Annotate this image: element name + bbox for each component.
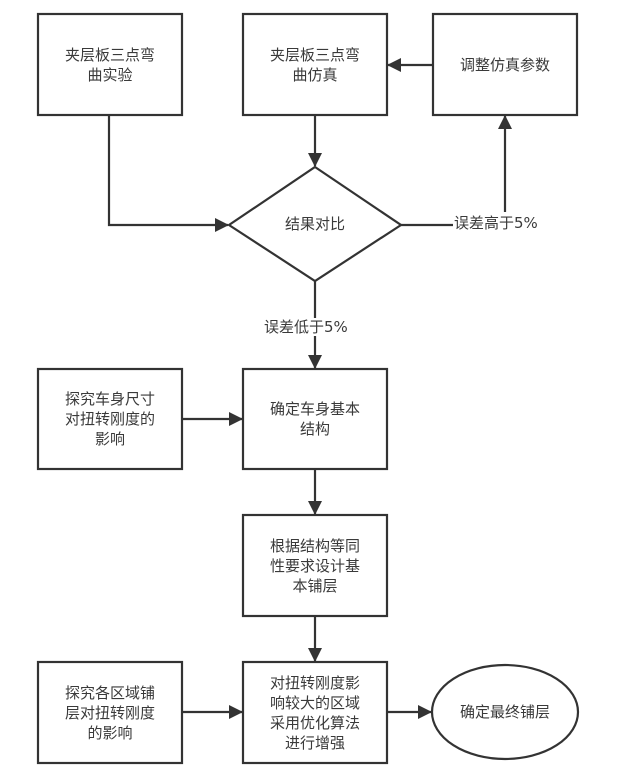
node-n10-shape [430, 663, 580, 761]
node-n10-label: 确定最终铺层 [459, 703, 550, 721]
node-n7-label: 根据结构等同性要求设计基本铺层 [269, 536, 360, 595]
node-n5-label: 探究车身尺寸对扭转刚度的影响 [64, 390, 155, 448]
edge-n1-n4 [107, 115, 229, 232]
node-n1-label: 夹层板三点弯曲实验 [64, 45, 155, 84]
node-n6-label: 确定车身基本结构 [269, 400, 360, 438]
node-n2-label: 夹层板三点弯曲仿真 [269, 45, 360, 84]
edge-label-error-high: 误差高于5% [453, 214, 539, 232]
node-n8-label: 探究各区域铺层对扭转刚度的影响 [64, 683, 155, 742]
node-n4-label: 结果对比 [284, 215, 345, 233]
node-n9-label: 对扭转刚度影响较大的区域采用优化算法进行增强 [269, 673, 360, 752]
node-n3-label: 调整仿真参数 [459, 55, 550, 74]
edge-label-error-low: 误差低于5% [263, 318, 349, 336]
